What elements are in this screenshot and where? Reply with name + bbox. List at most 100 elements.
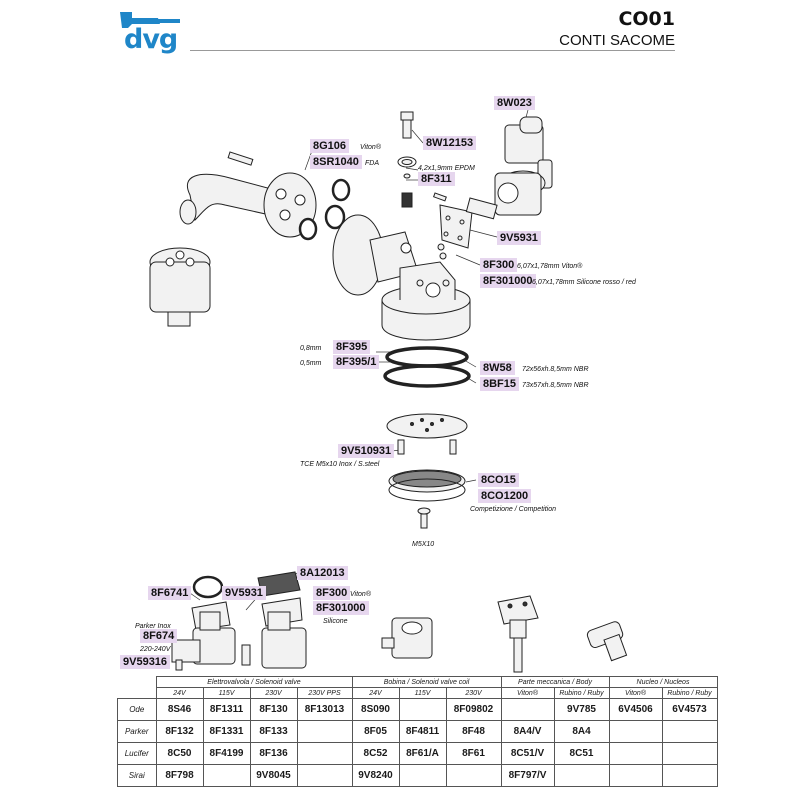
table-cell <box>296 742 353 765</box>
part-label: 8CO15 <box>478 473 519 487</box>
material-note: Parker Inox <box>135 623 171 630</box>
part-label: 8F6741 <box>148 586 192 600</box>
material-note: Viton® <box>350 591 371 598</box>
table-cell <box>661 764 718 787</box>
table-cell: 9V8045 <box>249 764 298 787</box>
part-label: 8F300 <box>313 586 351 600</box>
table-row: Sirai 8F798 9V8045 9V8240 8F797/V <box>117 764 718 787</box>
column-header: Viton® <box>608 687 663 699</box>
brand-logo-text: dvg <box>124 24 178 55</box>
part-label: 8F674 <box>140 629 178 643</box>
group-head-icon <box>381 261 471 341</box>
table-cell <box>553 764 610 787</box>
material-note: 4,2x1,9mm EPDM <box>418 165 475 172</box>
column-header: 230V <box>445 687 502 699</box>
table-cell: 8F4811 <box>398 720 447 743</box>
table-cell <box>445 764 502 787</box>
material-note: M5X10 <box>412 541 435 548</box>
table-cell: 8F797/V <box>500 764 555 787</box>
table-cell: 8F48 <box>445 720 502 743</box>
column-header: 24V <box>155 687 204 699</box>
table-cell: 8C50 <box>155 742 204 765</box>
coffee-spout-icon <box>179 151 317 238</box>
table-cell <box>296 764 353 787</box>
table-cell: 8C51 <box>553 742 610 765</box>
material-note: Silicone <box>323 618 348 625</box>
group-header: Elettrovalvola / Solenoid valve <box>155 676 353 688</box>
table-group-header-row: Elettrovalvola / Solenoid valve Bobina /… <box>118 676 718 688</box>
dvg-logo-icon <box>118 6 208 56</box>
part-label: 8SR1040 <box>310 155 362 169</box>
table-cell: 8F1331 <box>202 720 251 743</box>
column-header: 230V <box>249 687 298 699</box>
table-cell <box>398 764 447 787</box>
part-label: 9V5931 <box>497 231 541 245</box>
table-cell <box>398 698 447 721</box>
part-label: 8CO1200 <box>478 489 532 503</box>
table-cell <box>608 764 663 787</box>
table-cell: 8C52 <box>351 742 400 765</box>
part-label: 8F301000 <box>313 601 369 615</box>
table-cell: 8F130 <box>249 698 298 721</box>
table-cell: 8F61/A <box>398 742 447 765</box>
table-cell: 8F05 <box>351 720 400 743</box>
table-row: Ode 8S46 8F1311 8F130 8F13013 8S090 8F09… <box>117 698 718 721</box>
table-cell: 8A4/V <box>500 720 555 743</box>
column-header: 230V PPS <box>296 687 353 699</box>
part-label: 8F395/1 <box>333 355 380 369</box>
material-note: Competizione / Competition <box>470 506 556 513</box>
piston-body-icon <box>497 595 539 673</box>
material-note: FDA <box>365 160 379 167</box>
parts-table: Elettrovalvola / Solenoid valve Bobina /… <box>117 676 718 787</box>
table-cell: 8F61 <box>445 742 502 765</box>
table-cell: 8F09802 <box>445 698 502 721</box>
model-name: CONTI SACOME <box>559 32 675 49</box>
table-subheader-row: 24V 115V 230V 230V PPS 24V 115V 230V Vit… <box>118 687 718 699</box>
group-header: Parte meccanica / Body <box>500 676 610 688</box>
table-cell: 8S46 <box>155 698 204 721</box>
thickness-note: 0,5mm <box>300 360 322 367</box>
part-label: 8G106 <box>310 139 350 153</box>
part-label: 8BF15 <box>480 377 520 391</box>
material-note: 72x56xh.8,5mm NBR <box>522 366 589 373</box>
table-cell: 8F133 <box>249 720 298 743</box>
table-cell: 9V785 <box>553 698 610 721</box>
row-brand: Parker <box>117 720 157 743</box>
part-label: 9V5931 <box>222 586 266 600</box>
table-cell: 8F136 <box>249 742 298 765</box>
gasket-icon <box>383 346 471 388</box>
table-cell: 8F132 <box>155 720 204 743</box>
table-cell <box>296 720 353 743</box>
table-cell <box>202 764 251 787</box>
coil-icon <box>381 617 433 659</box>
table-cell: 6V4573 <box>661 698 718 721</box>
column-header: Rubino / Ruby <box>661 687 718 699</box>
row-brand: Ode <box>117 698 157 721</box>
table-cell: 6V4506 <box>608 698 663 721</box>
table-cell: 9V8240 <box>351 764 400 787</box>
shower-plate-icon <box>386 413 468 455</box>
part-label: 8A12013 <box>297 566 348 580</box>
part-label: 8F395 <box>333 340 371 354</box>
voltage-note: 220-240V <box>140 646 171 653</box>
solenoid-valve-icon <box>241 571 307 669</box>
table-cell <box>608 720 663 743</box>
row-brand: Lucifer <box>117 742 157 765</box>
table-row: Parker 8F132 8F1331 8F133 8F05 8F4811 8F… <box>117 720 718 743</box>
table-cell: 8S090 <box>351 698 400 721</box>
coil-icon <box>494 116 553 216</box>
column-header: Viton® <box>500 687 555 699</box>
solenoid-valve-icon <box>149 247 211 327</box>
part-label: 8F301000 <box>480 274 536 288</box>
table-cell <box>500 698 555 721</box>
nucleus-icon <box>586 621 628 662</box>
column-header: 115V <box>202 687 251 699</box>
table-cell <box>661 742 718 765</box>
part-label: 8F311 <box>418 172 455 186</box>
filter-screen-icon <box>388 469 466 502</box>
material-note: 6,07x1,78mm Viton® <box>517 263 583 270</box>
material-note: 73x57xh.8,5mm NBR <box>522 382 589 389</box>
group-header: Bobina / Solenoid valve coil <box>351 676 502 688</box>
header-divider <box>190 50 675 51</box>
